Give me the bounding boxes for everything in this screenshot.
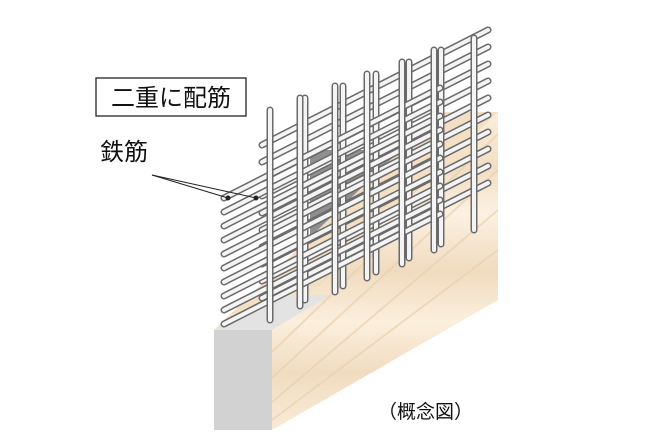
double-rebar-label: 二重に配筋: [111, 84, 231, 112]
double-rebar-label-box: [95, 77, 247, 117]
concrete-front-face: [214, 330, 272, 430]
leader-dot-back: [253, 195, 259, 201]
leader-line-back: [151, 174, 257, 199]
caption-label: （概念図）: [378, 400, 473, 423]
leader-line-front: [151, 174, 229, 199]
rebar-cage: [220, 26, 492, 328]
rebar-label: 鉄筋: [100, 138, 148, 166]
leader-dot-front: [225, 195, 231, 201]
rebar-leader-lines: [151, 174, 259, 201]
